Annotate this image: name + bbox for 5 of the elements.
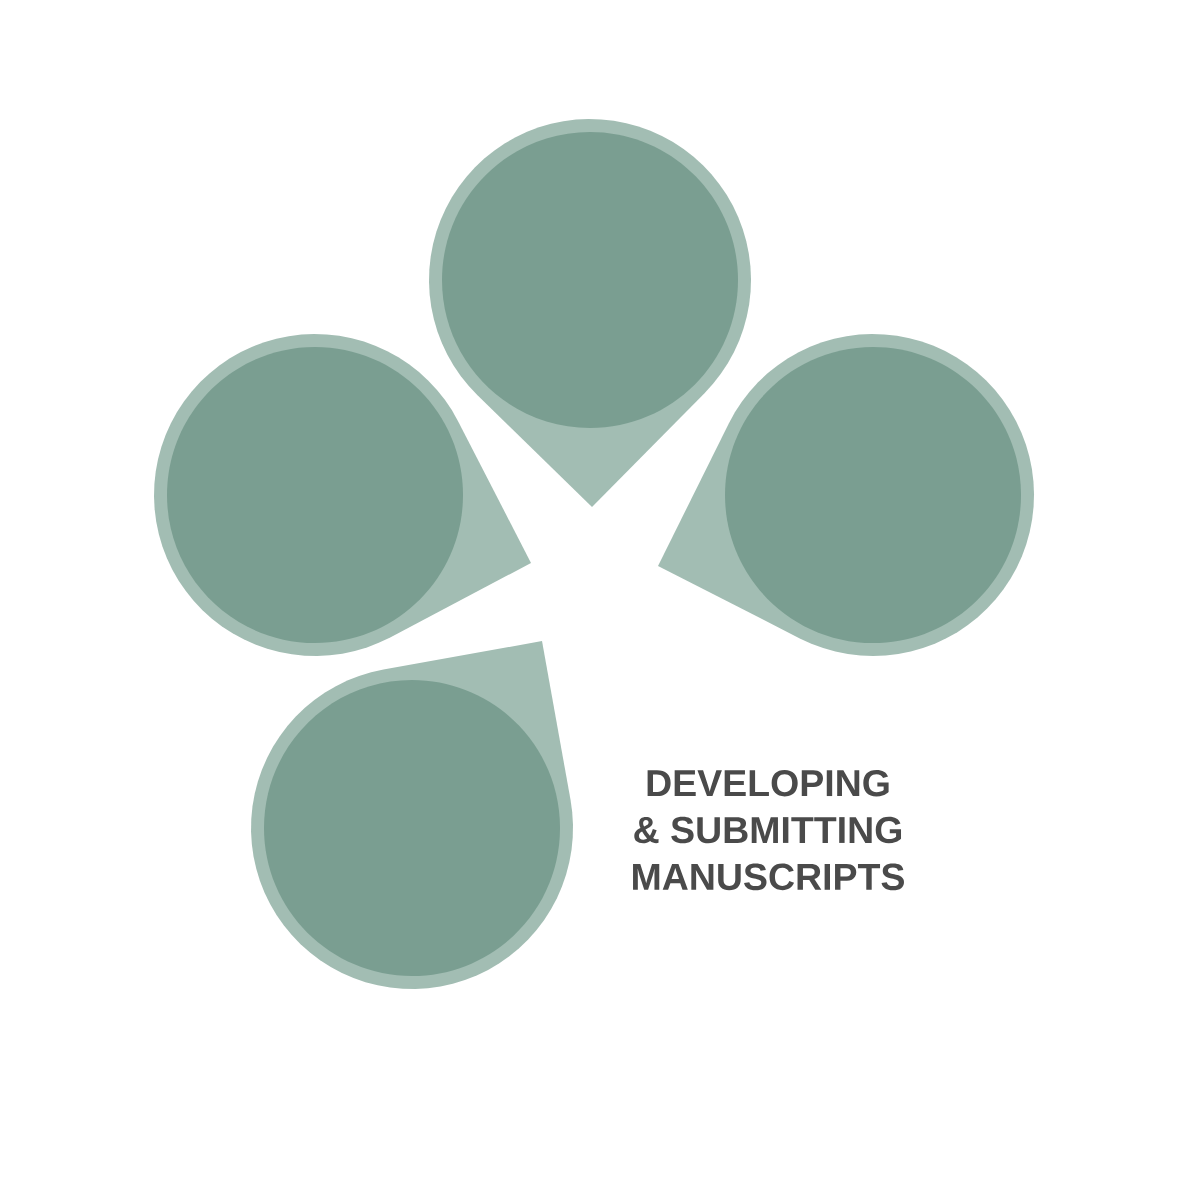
heading-text: DEVELOPING & SUBMITTING MANUSCRIPTS [633, 769, 904, 891]
pin-marker [429, 119, 751, 507]
pin-marker [658, 334, 1034, 656]
pin-marker [251, 641, 573, 989]
pin-marker [154, 334, 531, 656]
